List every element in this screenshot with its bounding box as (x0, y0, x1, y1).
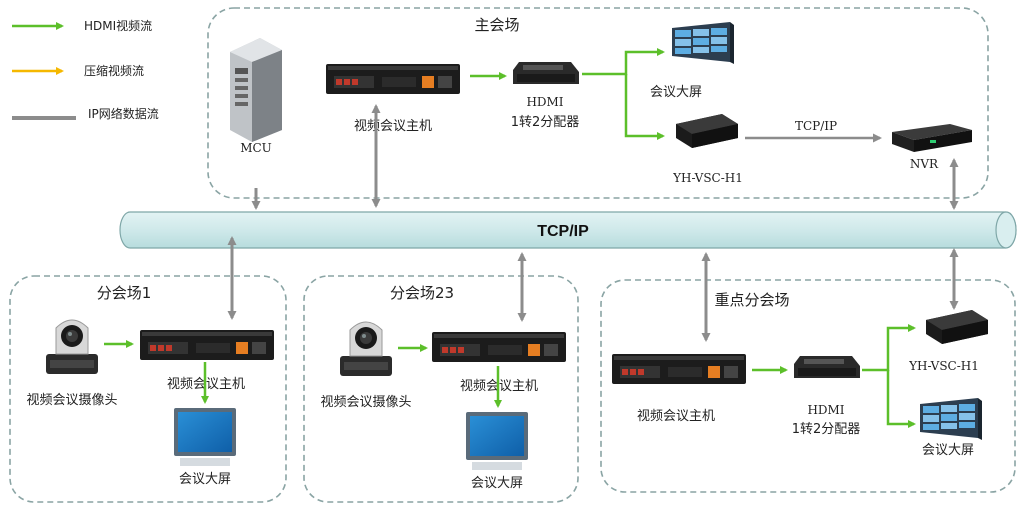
mcu-label: MCU (240, 141, 272, 155)
key-splitter-label-2: 1转2分配器 (792, 422, 861, 437)
link-key-splitter-vsc (862, 324, 916, 372)
branch23-zone (303, 275, 579, 503)
nvr-label: NVR (910, 157, 939, 171)
legend-hdmi-label: HDMI视频流 (84, 18, 152, 33)
tcpip-bus: TCP/IP (119, 211, 1017, 249)
bus-label: TCP/IP (537, 223, 589, 240)
branch23-screen-label: 会议大屏 (471, 476, 523, 491)
key-branch-host (612, 354, 746, 384)
key-branch-zone (600, 279, 1016, 493)
branch23-camera (339, 321, 393, 377)
main-vsc-device (676, 114, 738, 148)
link-splitter-to-wall (582, 48, 665, 76)
branch23-host (432, 332, 566, 362)
branch23-monitor (466, 412, 528, 470)
link-key-splitter-wall (886, 370, 916, 428)
main-screen-label: 会议大屏 (650, 85, 702, 100)
link-splitter-to-vsc (624, 74, 665, 140)
main-video-wall (672, 22, 734, 64)
main-host-device (326, 64, 460, 94)
key-splitter-label-1: HDMI (807, 403, 844, 417)
key-screen-label: 会议大屏 (922, 443, 974, 458)
main-splitter-label-1: HDMI (526, 95, 563, 109)
key-branch-vsc (926, 310, 988, 344)
branch23-camera-label: 视频会议摄像头 (320, 395, 411, 410)
branch1-title: 分会场1 (97, 284, 152, 302)
key-branch-splitter (794, 356, 860, 378)
main-venue-zone (207, 7, 989, 199)
legend: HDMI视频流 压缩视频流 IP网络数据流 (12, 18, 159, 121)
branch1-camera-label: 视频会议摄像头 (26, 393, 117, 408)
main-venue-title: 主会场 (474, 16, 519, 34)
legend-compressed-label: 压缩视频流 (84, 63, 144, 78)
branch1-camera (45, 319, 99, 375)
branch1-screen-label: 会议大屏 (179, 472, 231, 487)
branch1-zone (9, 275, 287, 503)
branch1-monitor (174, 408, 236, 466)
branch23-title: 分会场23 (390, 284, 454, 302)
key-branch-host-label: 视频会议主机 (637, 409, 715, 424)
nvr-device (892, 124, 972, 152)
key-vsc-label: YH-VSC-H1 (908, 359, 979, 373)
key-branch-title: 重点分会场 (714, 291, 789, 309)
main-host-label: 视频会议主机 (354, 119, 432, 134)
main-splitter-device (513, 62, 579, 84)
nvr-link-label: TCP/IP (795, 119, 837, 133)
key-branch-video-wall (920, 398, 982, 440)
main-splitter-label-2: 1转2分配器 (511, 115, 580, 130)
main-vsc-label: YH-VSC-H1 (672, 171, 743, 185)
mcu-server-icon (230, 38, 282, 142)
legend-ip-label: IP网络数据流 (88, 106, 159, 121)
branch1-host (140, 330, 274, 360)
